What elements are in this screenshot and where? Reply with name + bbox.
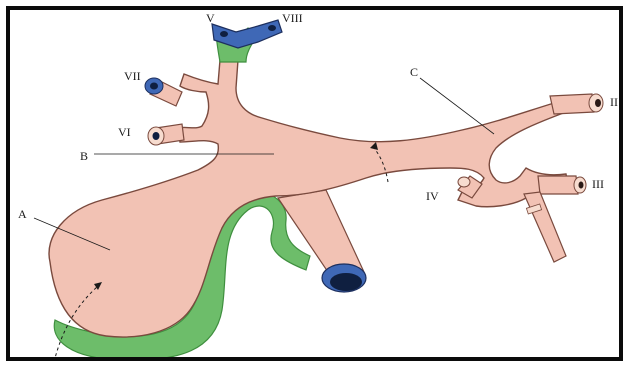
stub-iii: [538, 176, 578, 194]
label-vii: VII: [124, 69, 141, 83]
figure-frame: A B C II III IV V VI VII VIII: [6, 6, 623, 361]
label-vi: VI: [118, 125, 131, 139]
stub-vi-hole: [153, 132, 160, 140]
label-b: B: [80, 149, 88, 163]
stub-ii: [550, 94, 594, 114]
top-port-hole-v: [220, 31, 228, 37]
label-iv: IV: [426, 189, 439, 203]
lower-port-opening: [330, 273, 362, 291]
label-ii: II: [610, 95, 618, 109]
label-v: V: [206, 11, 215, 25]
label-c: C: [410, 65, 418, 79]
stub-iv-cap: [458, 177, 470, 187]
lower-right-tube: [524, 192, 566, 262]
leader-c: [420, 78, 494, 134]
stub-iii-hole: [579, 182, 584, 189]
top-port-hole-viii: [268, 25, 276, 31]
label-viii: VIII: [282, 11, 303, 25]
stub-vii-hole: [150, 83, 158, 90]
liver-segment-diagram: A B C II III IV V VI VII VIII: [10, 10, 623, 361]
label-a: A: [18, 207, 27, 221]
stub-ii-hole: [595, 99, 601, 107]
label-iii: III: [592, 177, 604, 191]
